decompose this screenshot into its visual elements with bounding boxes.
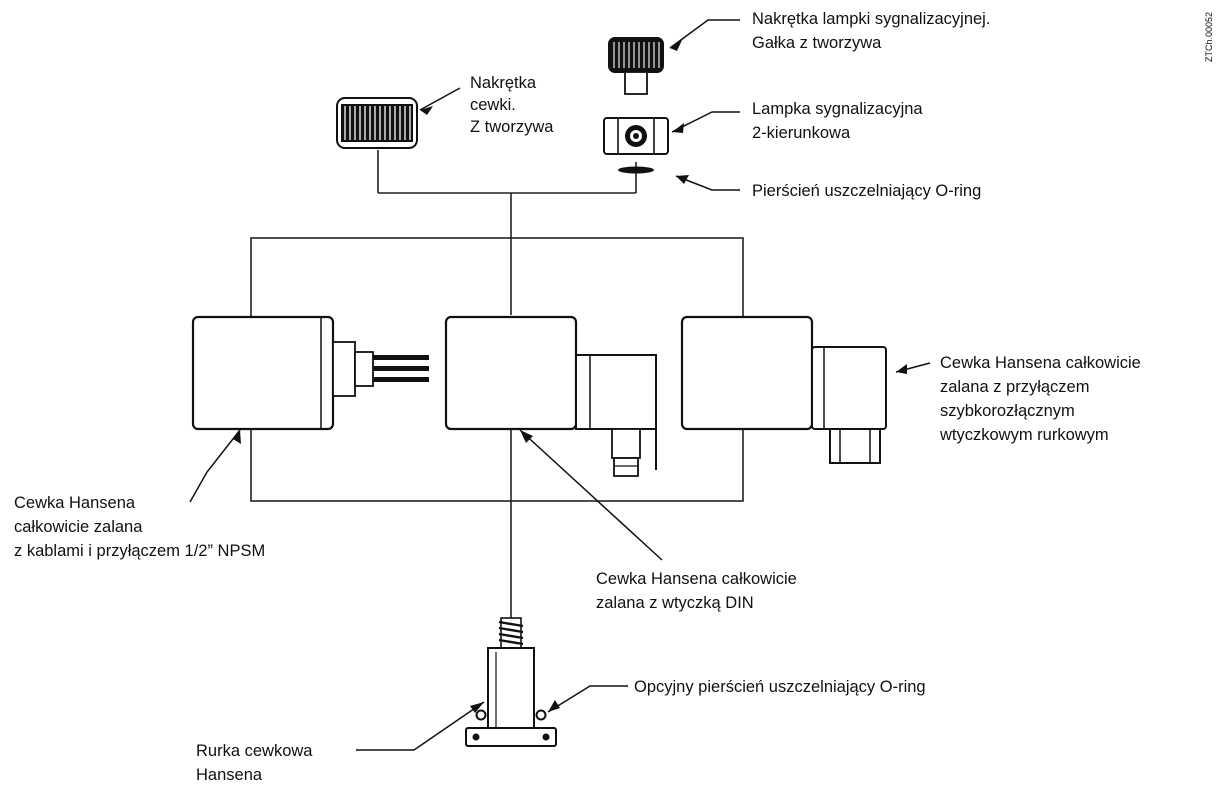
optional-oring-label: Opcyjny pierścień uszczelniający O-ring bbox=[634, 678, 926, 696]
reference-code: ZTCh.00052 bbox=[1204, 12, 1214, 62]
coil-din-label: Cewka Hansena całkowicie zalana z wtyczk… bbox=[596, 570, 801, 612]
coil-tube-part bbox=[465, 617, 557, 747]
coil-din-part bbox=[444, 315, 657, 477]
coil-nut-part bbox=[336, 97, 418, 149]
arrowheads bbox=[233, 40, 907, 713]
coil-tube-connector-part bbox=[680, 315, 887, 464]
signal-lamp-part bbox=[603, 117, 669, 155]
oring-part bbox=[618, 166, 654, 174]
coil-cable-part bbox=[191, 315, 429, 431]
signal-lamp-nut-label: Nakrętka lampki sygnalizacyjnej. Gałka z… bbox=[752, 10, 995, 52]
signal-lamp-label: Lampka sygnalizacyjna 2-kierunkowa bbox=[752, 100, 927, 142]
coil-tube-label: Rurka cewkowa Hansena bbox=[196, 742, 317, 784]
coil-nut-label: Nakrętka cewki. Z tworzywa bbox=[470, 74, 554, 136]
leader-lines bbox=[189, 19, 931, 751]
coil-tube-connector-label: Cewka Hansena całkowicie zalana z przyłą… bbox=[939, 354, 1145, 444]
signal-lamp-nut-part bbox=[608, 37, 664, 95]
oring-label: Pierścień uszczelniający O-ring bbox=[752, 182, 981, 200]
coil-cable-label: Cewka Hansena całkowicie zalana z kablam… bbox=[14, 494, 265, 560]
